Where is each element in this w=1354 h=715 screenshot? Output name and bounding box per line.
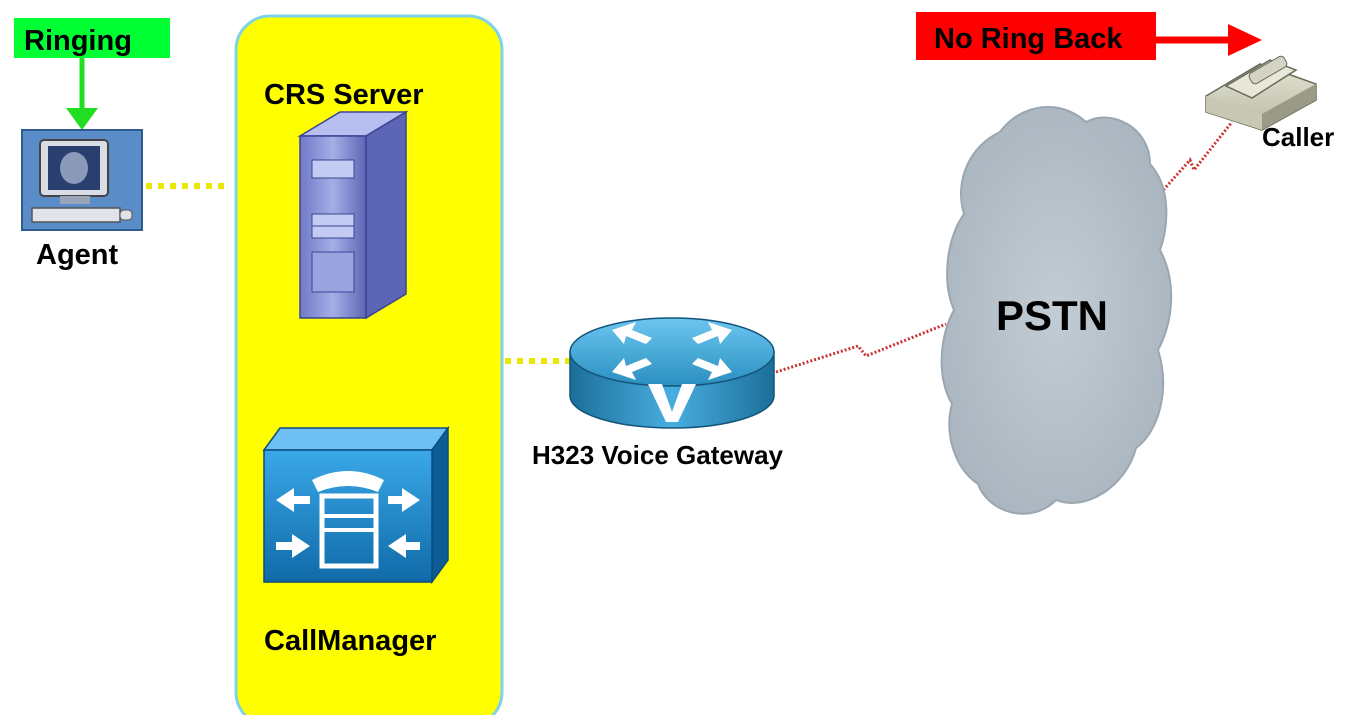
caller-label: Caller bbox=[1262, 122, 1334, 152]
gateway-label: H323 Voice Gateway bbox=[532, 440, 784, 470]
no-ring-back-arrow bbox=[1156, 24, 1262, 56]
callmanager-icon bbox=[262, 425, 450, 585]
ringing-label: Ringing bbox=[24, 25, 132, 57]
voice-gateway-router-icon bbox=[569, 317, 775, 429]
ringing-badge bbox=[14, 18, 170, 58]
callmanager-label: CallManager bbox=[264, 625, 436, 657]
crs-server-label: CRS Server bbox=[264, 79, 424, 111]
cloud-icon bbox=[940, 106, 1173, 515]
pstn-label: PSTN bbox=[996, 292, 1108, 339]
ringing-arrow bbox=[66, 58, 98, 130]
no-ring-back-label: No Ring Back bbox=[934, 23, 1123, 55]
no-ring-back-badge bbox=[916, 12, 1156, 60]
pstn-caller-link bbox=[1156, 121, 1234, 197]
computer-workstation-icon bbox=[21, 129, 143, 231]
telephone-icon bbox=[1205, 55, 1317, 131]
agent-label: Agent bbox=[36, 239, 119, 271]
gateway-pstn-link bbox=[775, 322, 947, 374]
server-tower-icon bbox=[297, 110, 409, 320]
